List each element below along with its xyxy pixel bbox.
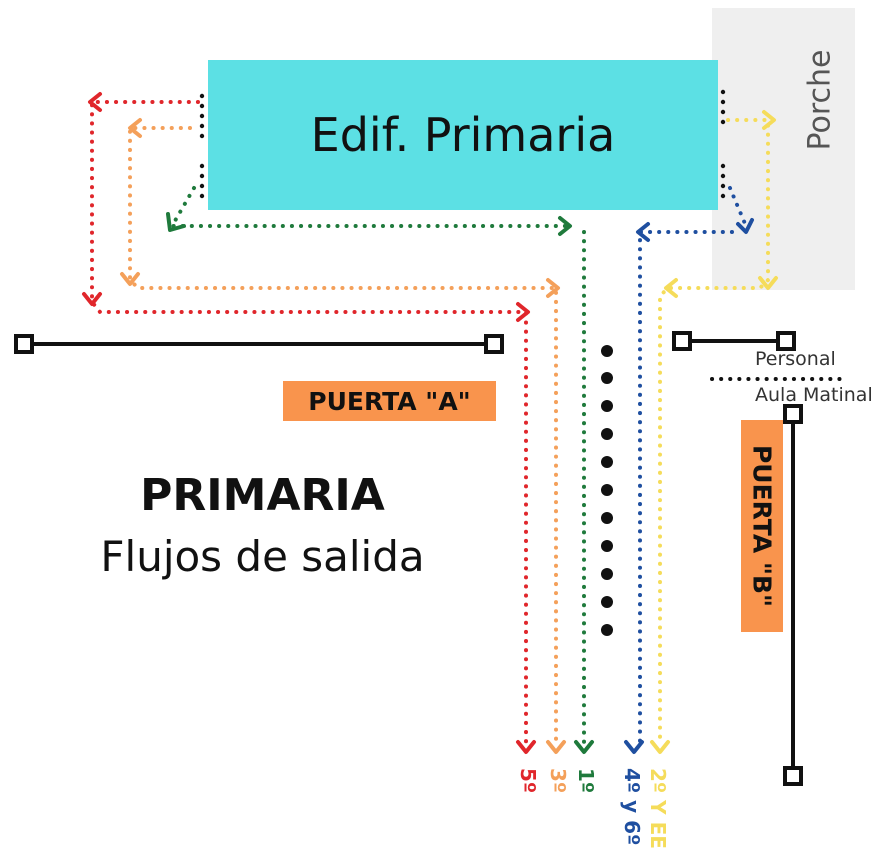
grade-1-label: 1º xyxy=(574,768,598,794)
route-1-arrows xyxy=(166,212,594,754)
grade-5-label: 5º xyxy=(516,768,540,794)
grade-2ee-label: 2º Y EE xyxy=(646,768,670,849)
route-1-green xyxy=(168,186,586,747)
route-5-arrows xyxy=(82,92,536,754)
page-title: PRIMARIA xyxy=(140,470,385,521)
route-46-blue xyxy=(638,186,748,747)
door-b-label: PUERTA "B" xyxy=(747,444,777,608)
door-a-label: PUERTA "A" xyxy=(283,381,496,421)
route-2ee-yellow xyxy=(658,118,770,747)
route-5-red xyxy=(90,100,528,747)
separator-dots xyxy=(601,345,613,636)
grade-3-label: 3º xyxy=(546,768,570,794)
building-primary: Edif. Primaria xyxy=(208,60,718,210)
staff-label-line2: Aula Matinal xyxy=(755,384,873,406)
route-3-orange xyxy=(128,126,558,747)
door-b-box xyxy=(741,420,783,632)
route-46-arrows xyxy=(624,218,754,754)
gate-b-fence xyxy=(672,331,803,786)
grade-46-label: 4º y 6º xyxy=(620,768,644,846)
gate-a-fence xyxy=(14,334,504,354)
staff-label-line1: Personal xyxy=(755,348,836,370)
porch-area xyxy=(712,8,855,290)
route-3-arrows xyxy=(120,118,566,754)
building-exit-dots xyxy=(199,89,726,199)
route-2ee-arrows xyxy=(650,110,778,754)
building-label: Edif. Primaria xyxy=(310,108,616,162)
page-subtitle: Flujos de salida xyxy=(100,532,425,581)
